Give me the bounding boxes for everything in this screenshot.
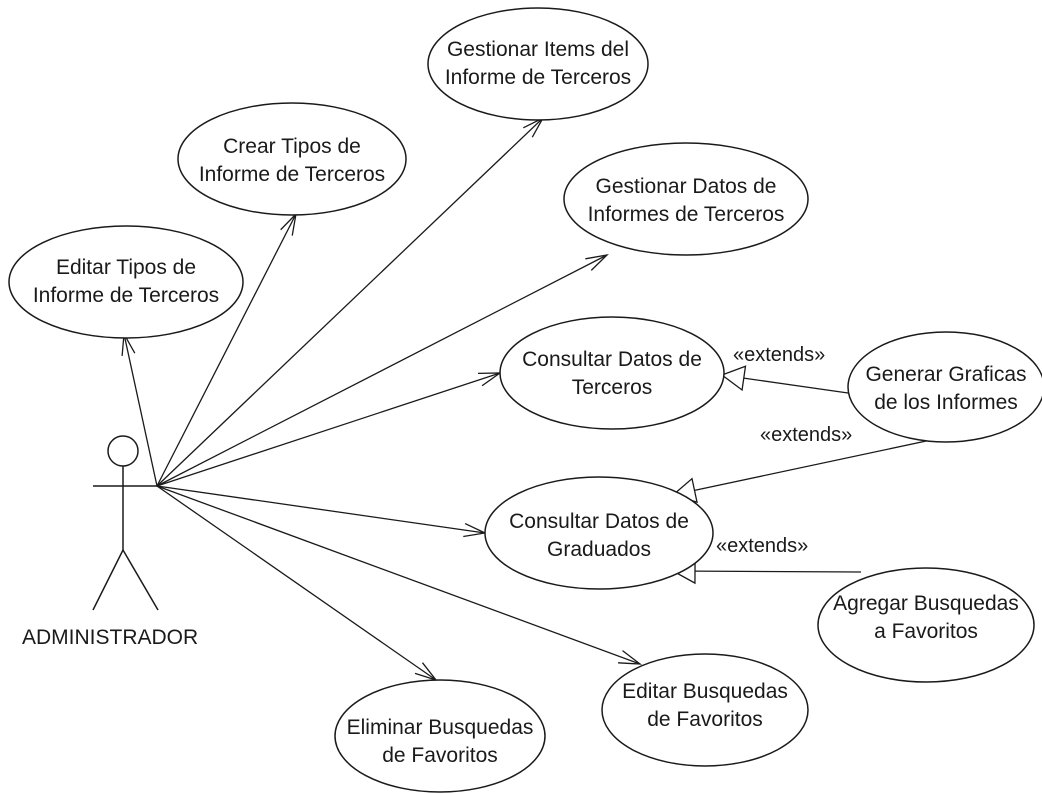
use-case-ellipse xyxy=(499,316,725,430)
use-case-label-line-2: de Favoritos xyxy=(647,708,763,731)
association-arrowhead xyxy=(585,253,609,271)
use-case-ellipse xyxy=(427,7,649,121)
use-case-label-line-1: Editar Tipos de xyxy=(56,256,196,279)
use-case-label-line-2: Informe de Terceros xyxy=(445,66,631,89)
use-case-consultar-graduados[interactable]: Consultar Datos de Graduados xyxy=(484,476,714,590)
association-line-consultar-terceros xyxy=(156,372,501,487)
association-line-editar-favoritos xyxy=(156,485,641,665)
use-case-ellipse xyxy=(563,142,809,256)
use-case-label-line-1: Crear Tipos de xyxy=(223,135,361,158)
use-case-generar-graficas[interactable]: Generar Graficas de los Informes xyxy=(847,331,1042,443)
actor-left-leg xyxy=(92,549,124,611)
extends-line-agregar-favoritos-consultar-graduados xyxy=(694,570,862,573)
use-case-label-line-1: Generar Graficas xyxy=(865,363,1026,386)
extends-arrowhead xyxy=(720,365,747,392)
association-line-gestionar-items xyxy=(156,117,544,487)
use-case-label-line-2: Informe de Terceros xyxy=(199,163,385,186)
use-case-ellipse xyxy=(847,331,1042,443)
use-case-label-line-1: Agregar Busquedas xyxy=(833,592,1019,615)
actor-head xyxy=(107,435,139,467)
actor-right-leg xyxy=(122,549,159,611)
use-case-ellipse xyxy=(484,476,714,590)
extends-label: «extends» xyxy=(760,424,852,446)
extends-line-generar-graficas-consultar-terceros xyxy=(743,377,849,394)
use-case-label-line-2: a Favoritos xyxy=(874,620,978,643)
use-case-label-line-1: Gestionar Items del xyxy=(447,38,629,61)
use-case-label-line-1: Consultar Datos de xyxy=(522,348,702,371)
use-case-eliminar-favoritos[interactable]: Eliminar Busquedas de Favoritos xyxy=(334,679,546,793)
association-line-consultar-graduados xyxy=(156,485,486,534)
actor-name: ADMINISTRADOR xyxy=(22,626,198,649)
use-case-label-line-2: de Favoritos xyxy=(382,744,498,767)
association-line-editar-tipos xyxy=(123,333,158,487)
use-case-label-line-2: Informe de Terceros xyxy=(33,284,219,307)
use-case-label-line-2: Graduados xyxy=(547,538,651,561)
association-line-eliminar-favoritos xyxy=(156,485,437,681)
use-case-crear-tipos[interactable]: Crear Tipos de Informe de Terceros xyxy=(177,102,407,216)
use-case-editar-tipos[interactable]: Editar Tipos de Informe de Terceros xyxy=(8,225,244,339)
use-case-ellipse xyxy=(177,102,407,216)
use-case-consultar-terceros[interactable]: Consultar Datos de Terceros xyxy=(499,316,725,430)
use-case-ellipse xyxy=(8,225,244,339)
use-case-label-line-2: Terceros xyxy=(572,376,653,399)
use-case-label-line-1: Eliminar Busquedas xyxy=(347,716,534,739)
use-case-label-line-1: Gestionar Datos de xyxy=(596,175,777,198)
use-case-editar-favoritos[interactable]: Editar Busquedas de Favoritos xyxy=(601,653,809,767)
use-case-gestionar-items[interactable]: Gestionar Items del Informe de Terceros xyxy=(427,7,649,121)
associations xyxy=(121,116,643,682)
use-case-ellipse xyxy=(817,567,1035,683)
association-arrowhead xyxy=(280,212,298,236)
association-arrowhead xyxy=(617,650,643,665)
use-case-label-line-2: Informes de Terceros xyxy=(588,203,785,226)
association-line-crear-tipos xyxy=(156,213,297,487)
actor-administrador: ADMINISTRADOR xyxy=(22,435,198,649)
association-line-gestionar-datos xyxy=(156,254,608,487)
use-case-label-line-1: Consultar Datos de xyxy=(509,510,689,533)
use-case-label-line-2: de los Informes xyxy=(874,391,1018,414)
use-case-agregar-favoritos[interactable]: Agregar Busquedas a Favoritos xyxy=(817,567,1035,683)
use-case-label-line-1: Editar Busquedas xyxy=(622,680,788,703)
use-case-ellipse xyxy=(601,653,809,767)
extends-label: «extends» xyxy=(716,535,808,557)
extends-label: «extends» xyxy=(733,344,825,366)
use-case-gestionar-datos[interactable]: Gestionar Datos de Informes de Terceros xyxy=(563,142,809,256)
use-case-ellipse xyxy=(334,679,546,793)
extends-line-generar-graficas-consultar-graduados xyxy=(694,436,946,492)
